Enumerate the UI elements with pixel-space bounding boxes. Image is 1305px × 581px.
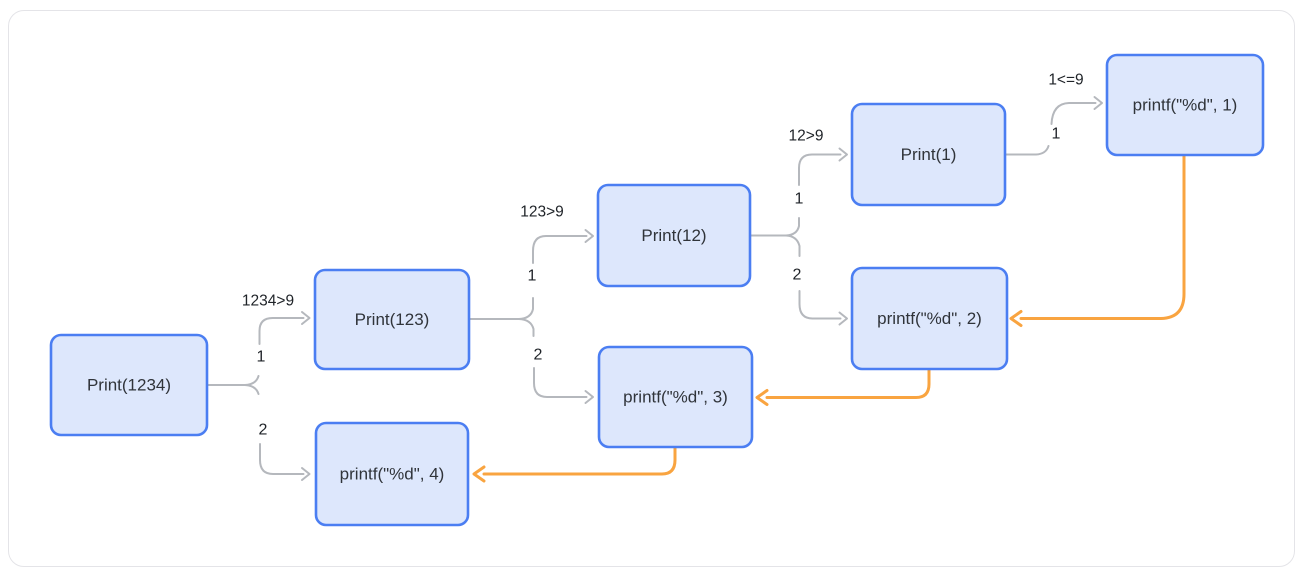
- node-label: printf("%d", 3): [623, 388, 728, 407]
- node-label: printf("%d", 2): [877, 309, 982, 328]
- fork-cusp-down-print-1234: [244, 384, 260, 395]
- node-label: printf("%d", 1): [1133, 96, 1238, 115]
- return-arrowhead-printf4: [472, 465, 486, 483]
- node-box: [313, 268, 471, 371]
- condition-label-12: 12>9: [789, 128, 824, 145]
- fork-cusp-down-print-123: [518, 318, 535, 337]
- fork-cusp-down-print-12: [785, 234, 801, 257]
- node-label: printf("%d", 4): [340, 465, 445, 484]
- arrowhead-to-print-123: [301, 311, 311, 325]
- edge-labels: 1234>9 1 2 123>9 1 2 12>9 1 2 1<=9 1: [242, 72, 1084, 439]
- node-label: Print(1): [901, 145, 957, 164]
- call-edges: [206, 96, 1103, 481]
- call-stem-print-1: [1004, 145, 1050, 156]
- return-arrow-printf3-to-printf4: [482, 445, 677, 476]
- branch-label-2: 2: [534, 347, 543, 364]
- node-box: [596, 183, 752, 288]
- return-edges: [472, 154, 1186, 483]
- fork-cusp-up-print-12: [785, 217, 800, 237]
- branch-label-2: 2: [793, 267, 802, 284]
- return-arrowhead-printf2: [1009, 310, 1023, 327]
- node-box: [314, 421, 470, 527]
- node-print-1: Print(1): [850, 102, 1007, 207]
- condition-label-123: 123>9: [520, 204, 564, 221]
- return-arrowhead-printf3: [755, 389, 769, 406]
- condition-label-1: 1<=9: [1048, 72, 1083, 89]
- call-arrow-to-printf-2: [798, 290, 842, 320]
- call-arrow-to-print-12: [532, 235, 588, 264]
- fork-cusp-up-print-123: [518, 297, 534, 320]
- node-print-123: Print(123): [313, 268, 471, 371]
- node-box: [1105, 53, 1265, 157]
- node-printf-4: printf("%d", 4): [314, 421, 470, 527]
- node-box: [597, 345, 754, 449]
- condition-label-1234: 1234>9: [242, 293, 294, 310]
- branch-label-2: 2: [259, 422, 268, 439]
- arrowhead-to-printf-4: [301, 467, 311, 481]
- arrowhead-to-printf-1: [1093, 96, 1103, 110]
- node-printf-3: printf("%d", 3): [597, 345, 754, 449]
- node-printf-2: printf("%d", 2): [850, 266, 1009, 371]
- arrowhead-to-print-12: [584, 229, 594, 243]
- node-box: [49, 333, 209, 437]
- return-arrow-printf1-to-printf2: [1019, 154, 1186, 320]
- arrowhead-to-printf-3: [584, 390, 594, 404]
- arrowhead-to-print-1: [838, 147, 848, 162]
- call-arrow-to-printf-3: [533, 367, 588, 398]
- node-box: [850, 266, 1009, 371]
- node-print-1234: Print(1234): [49, 333, 209, 437]
- node-box: [850, 102, 1007, 207]
- branch-label-1: 1: [257, 349, 266, 366]
- node-label: Print(12): [641, 226, 706, 245]
- node-label: Print(1234): [87, 376, 171, 395]
- call-arrow-to-print-1: [798, 153, 842, 186]
- node-print-12: Print(12): [596, 183, 752, 288]
- node-label: Print(123): [355, 310, 430, 329]
- call-arrow-to-printf-4: [259, 443, 305, 475]
- call-arrow-to-print-123: [258, 317, 305, 345]
- arrowhead-to-printf-2: [838, 311, 848, 326]
- branch-label-1: 1: [528, 268, 537, 285]
- return-arrow-printf2-to-printf3: [765, 367, 931, 399]
- node-printf-1: printf("%d", 1): [1105, 53, 1265, 157]
- call-arrow-to-printf-1: [1050, 102, 1097, 125]
- branch-label-1: 1: [795, 191, 804, 208]
- branch-label-1: 1: [1052, 126, 1061, 143]
- fork-cusp-up-print-1234: [244, 375, 260, 386]
